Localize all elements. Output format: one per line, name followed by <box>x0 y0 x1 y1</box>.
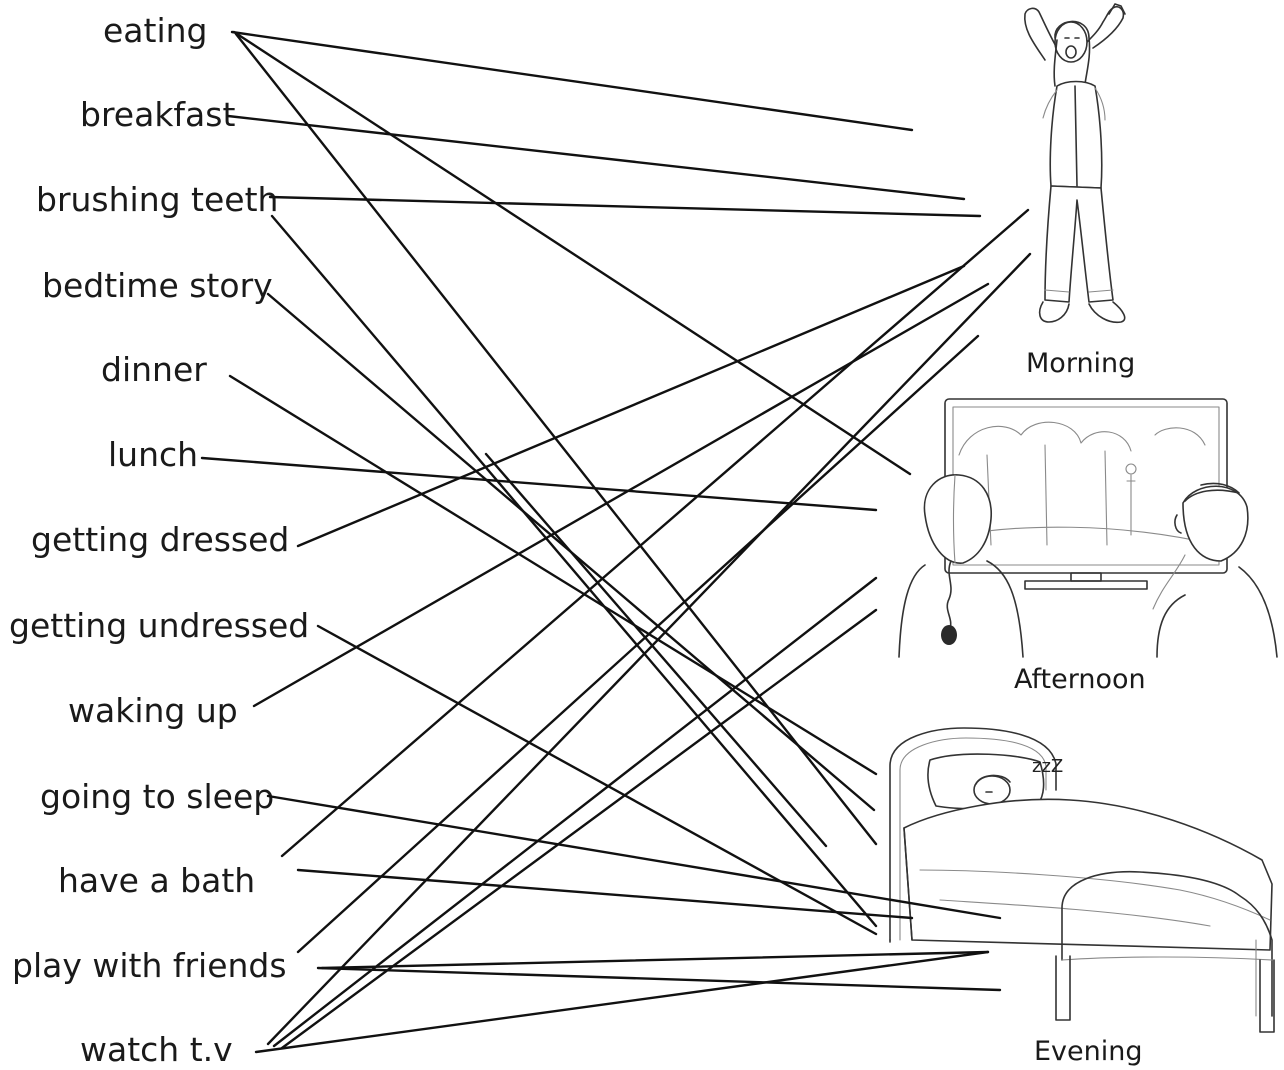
activity-label-bedtime-story: bedtime story <box>42 266 273 305</box>
match-line <box>268 195 982 218</box>
match-line <box>232 30 912 476</box>
activity-label-brushing-teeth: brushing teeth <box>36 180 279 219</box>
match-line <box>252 282 990 708</box>
afternoon-illustration <box>898 398 1278 658</box>
match-line <box>200 456 878 512</box>
match-line <box>484 452 828 848</box>
activity-label-getting-undressed: getting undressed <box>9 606 310 645</box>
activity-label-play-with-friends: play with friends <box>12 946 287 985</box>
activity-label-dinner: dinner <box>101 350 207 389</box>
sleep-z-small: zzZ <box>1032 756 1063 777</box>
match-line <box>230 30 914 132</box>
activity-label-have-a-bath: have a bath <box>58 861 256 900</box>
morning-label: Morning <box>1026 348 1136 379</box>
evening-illustration: zzZ <box>889 727 1275 1033</box>
activity-label-eating: eating <box>103 11 208 50</box>
match-line <box>280 608 878 1050</box>
match-line <box>266 794 1002 920</box>
activity-label-going-to-sleep: going to sleep <box>40 777 275 816</box>
afternoon-label: Afternoon <box>1014 664 1146 695</box>
evening-label: Evening <box>1034 1036 1143 1067</box>
match-line <box>296 264 966 548</box>
morning-illustration <box>1024 3 1126 324</box>
activity-label-waking-up: waking up <box>68 691 238 730</box>
match-line <box>296 334 980 954</box>
activity-label-getting-dressed: getting dressed <box>31 520 290 559</box>
match-line <box>254 950 990 1054</box>
match-line <box>320 950 990 970</box>
match-line <box>266 252 1032 1046</box>
match-line <box>280 208 1030 858</box>
match-line <box>296 868 914 920</box>
match-line <box>226 114 966 201</box>
match-line <box>270 214 878 928</box>
match-line <box>272 576 878 1048</box>
match-line <box>316 966 1002 992</box>
activity-label-watch-tv: watch t.v <box>80 1030 233 1069</box>
activity-label-lunch: lunch <box>108 435 199 474</box>
activity-label-breakfast: breakfast <box>80 95 236 134</box>
match-line <box>228 374 878 776</box>
